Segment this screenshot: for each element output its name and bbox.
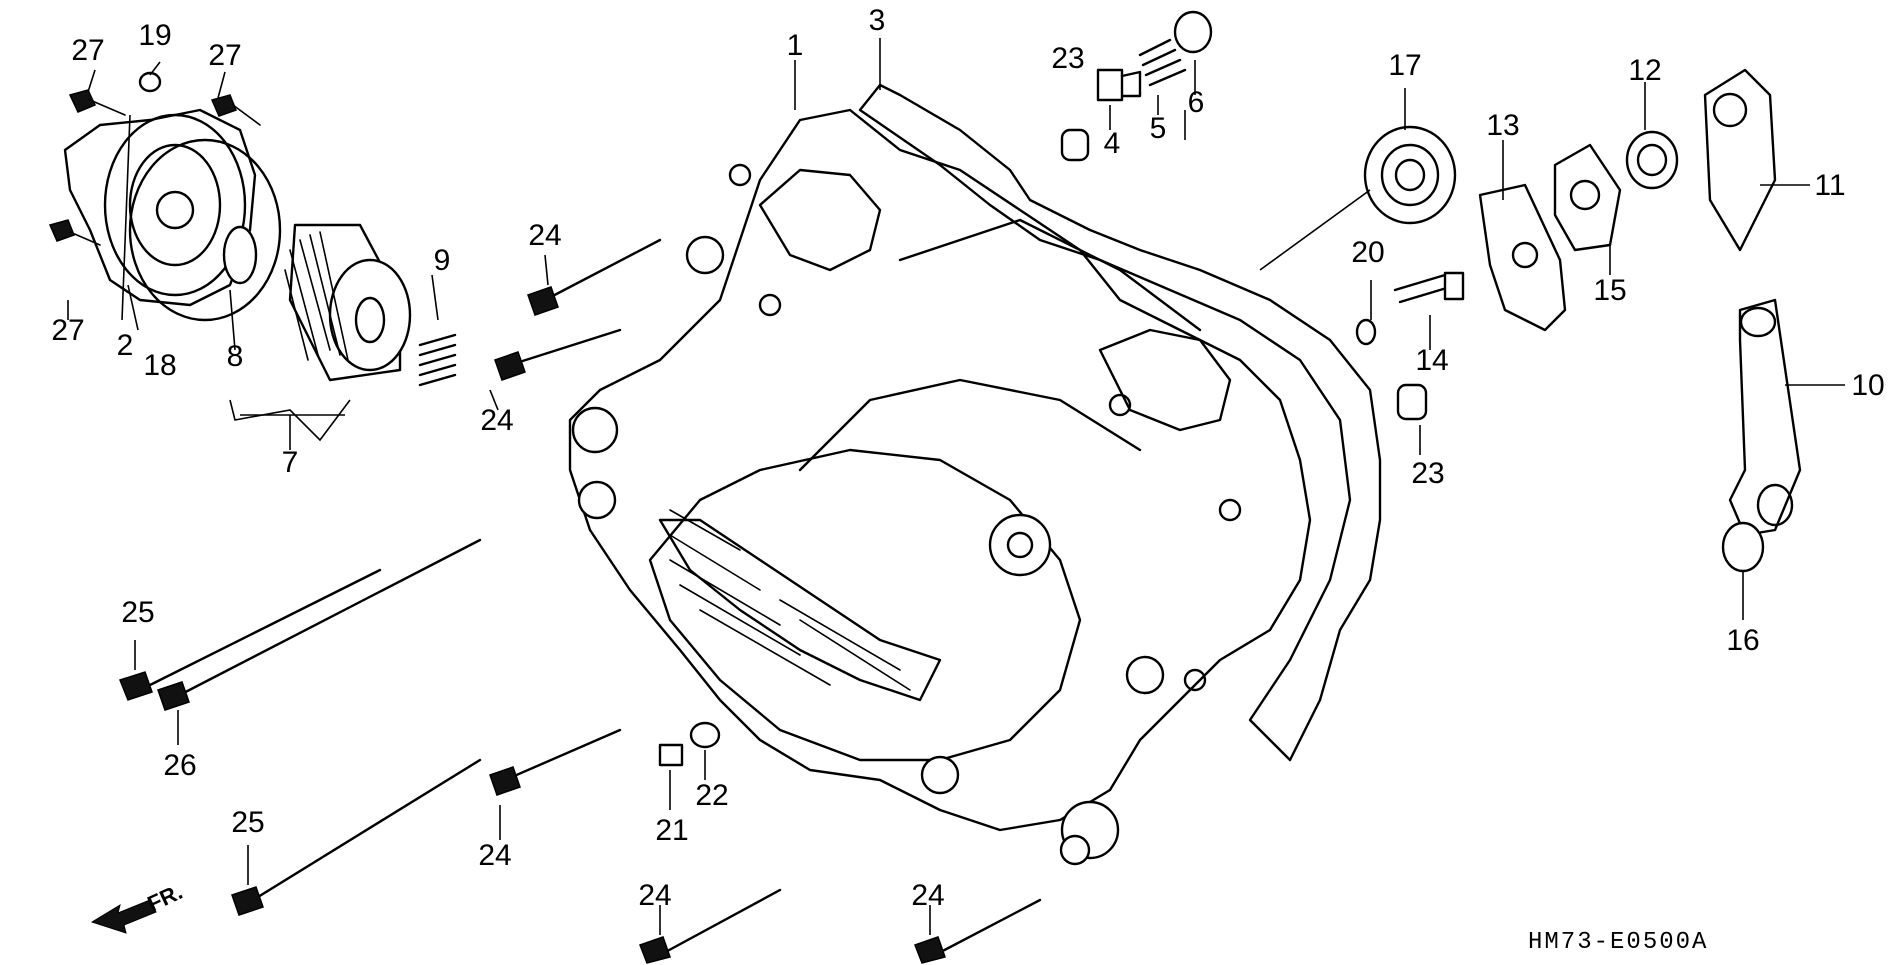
callout-23b: 23 bbox=[1411, 457, 1444, 490]
long-bolts bbox=[119, 238, 1042, 964]
callout-16: 16 bbox=[1726, 624, 1759, 657]
drawing-code: HM73-E0500A bbox=[1528, 929, 1708, 956]
callout-6: 6 bbox=[1188, 86, 1205, 119]
small-o-ring bbox=[138, 71, 162, 93]
pivot-bolt bbox=[1393, 271, 1465, 304]
callout-19: 19 bbox=[138, 19, 171, 52]
callout-27a: 27 bbox=[71, 34, 104, 67]
callout-25b: 25 bbox=[231, 806, 264, 839]
callout-21: 21 bbox=[655, 814, 688, 847]
callout-4: 4 bbox=[1104, 127, 1121, 160]
shift-arm bbox=[1703, 68, 1777, 252]
bearing-leader bbox=[1259, 189, 1371, 271]
oil-filter-element bbox=[222, 223, 412, 382]
dowel-pin-right bbox=[1396, 383, 1428, 421]
right-crankcase-cover bbox=[568, 108, 1312, 866]
callout-11: 11 bbox=[1814, 169, 1845, 202]
callout-24d: 24 bbox=[638, 879, 671, 912]
check-spring bbox=[1138, 38, 1187, 87]
callout-24c: 24 bbox=[478, 839, 511, 872]
callout-22: 22 bbox=[695, 779, 728, 812]
cover-bolts bbox=[48, 89, 261, 246]
shift-link-arm bbox=[1728, 298, 1802, 537]
sealing-cap bbox=[1173, 10, 1213, 54]
washer bbox=[1721, 521, 1765, 573]
small-washer bbox=[1355, 318, 1377, 346]
front-direction-arrow: FR. bbox=[90, 879, 186, 934]
callout-24b: 24 bbox=[480, 404, 513, 437]
cover-gasket bbox=[858, 83, 1382, 762]
callout-2: 2 bbox=[117, 329, 134, 362]
oil-filter-cover bbox=[63, 108, 257, 307]
callout-18: 18 bbox=[143, 349, 176, 382]
callout-9: 9 bbox=[434, 244, 451, 277]
callout-8: 8 bbox=[227, 340, 244, 373]
callout-10: 10 bbox=[1851, 369, 1884, 402]
callout-17: 17 bbox=[1388, 49, 1421, 82]
callout-13: 13 bbox=[1486, 109, 1519, 142]
callout-27c: 27 bbox=[51, 314, 84, 347]
callout-24a: 24 bbox=[528, 219, 561, 252]
callout-14: 14 bbox=[1415, 344, 1448, 377]
callout-23a: 23 bbox=[1051, 42, 1084, 75]
callout-24e: 24 bbox=[911, 879, 944, 912]
cover-vent-slots bbox=[669, 509, 911, 691]
callout-1: 1 bbox=[787, 29, 804, 62]
arrow-icon bbox=[90, 899, 157, 934]
leader-lines bbox=[67, 38, 1845, 935]
o-ring bbox=[128, 138, 282, 322]
callout-labels: 1 2 3 4 5 6 7 8 9 10 11 12 13 14 15 16 1… bbox=[51, 4, 1884, 912]
callout-12: 12 bbox=[1628, 54, 1661, 87]
cap-nut bbox=[658, 721, 721, 767]
oil-filter-spring bbox=[418, 333, 457, 387]
shift-plate bbox=[1478, 183, 1567, 332]
callout-25a: 25 bbox=[121, 596, 154, 629]
callout-7: 7 bbox=[282, 446, 299, 479]
dowel-pin-top bbox=[1060, 128, 1090, 162]
oil-check-bolt bbox=[1096, 68, 1142, 102]
callout-27b: 27 bbox=[208, 39, 241, 72]
callout-5: 5 bbox=[1150, 112, 1167, 145]
bearing bbox=[1363, 125, 1457, 225]
callout-20: 20 bbox=[1351, 236, 1384, 269]
callout-26: 26 bbox=[163, 749, 196, 782]
cam-plate bbox=[1553, 143, 1622, 252]
callout-15: 15 bbox=[1593, 274, 1626, 307]
callout-3: 3 bbox=[869, 4, 886, 37]
oil-seal bbox=[1625, 130, 1679, 190]
